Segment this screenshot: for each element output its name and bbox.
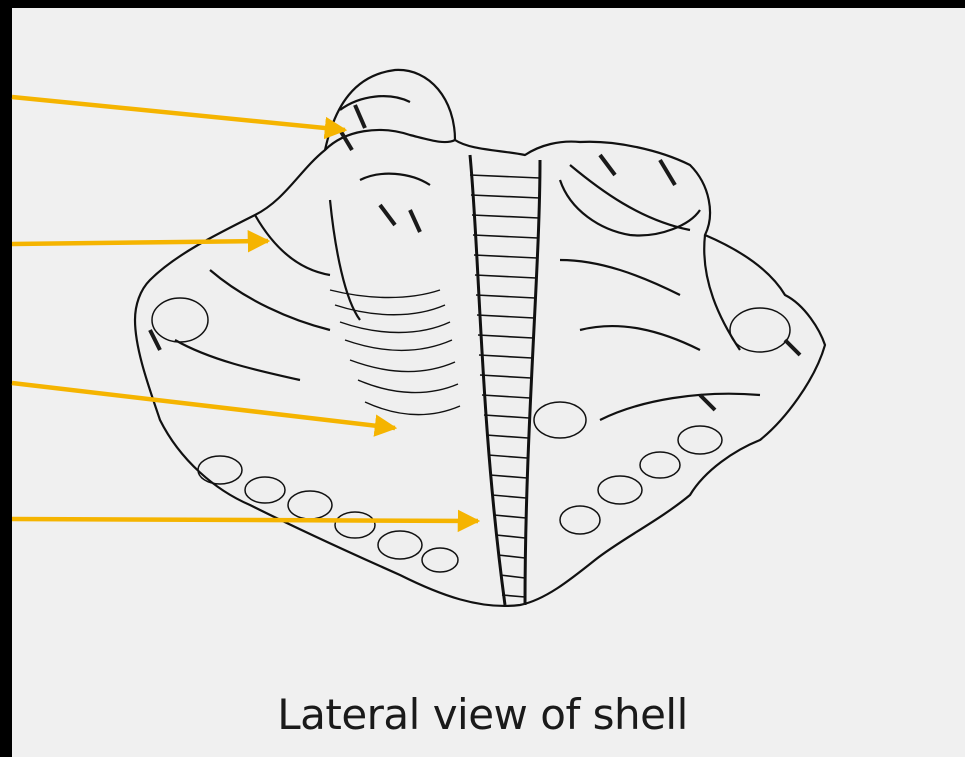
pointer-arrow-4 (12, 519, 478, 521)
figure-caption: Lateral view of shell (0, 690, 965, 739)
pointer-arrow-1 (12, 97, 345, 130)
shell-drawing (135, 70, 825, 606)
pointer-arrow-2 (12, 241, 268, 244)
